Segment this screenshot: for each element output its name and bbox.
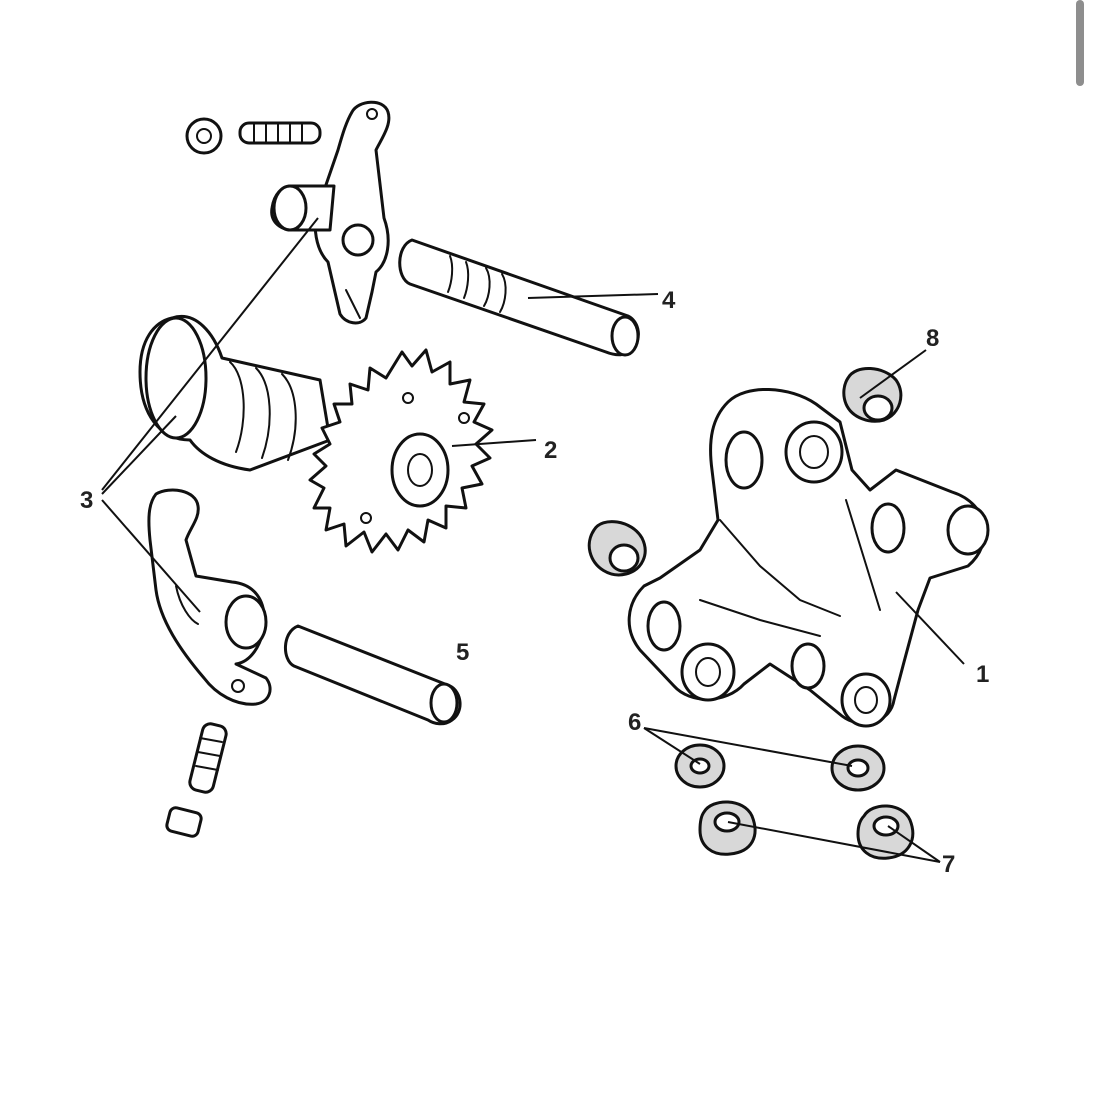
callout-label-1: 1 <box>976 661 989 688</box>
leader-7-left <box>727 821 941 863</box>
leader-2 <box>451 439 537 447</box>
leader-3-middle <box>101 415 177 495</box>
leader-8 <box>859 349 927 399</box>
scrollbar-thumb[interactable] <box>1076 0 1084 86</box>
washer-left <box>674 743 726 789</box>
leader-4 <box>527 293 659 299</box>
leader-1 <box>895 591 965 665</box>
lower-nut <box>165 806 203 838</box>
shaft-part-4 <box>398 238 640 357</box>
top-adjust-screw <box>238 121 322 145</box>
callout-label-6: 6 <box>628 709 641 736</box>
callout-label-2: 2 <box>544 437 557 464</box>
shaft-part-5 <box>284 624 462 726</box>
callout-label-7: 7 <box>942 851 955 878</box>
cap-nut-left <box>698 800 757 856</box>
callout-label-5: 5 <box>456 639 469 666</box>
rocker-holder-assembly <box>627 387 990 728</box>
leader-3-lower <box>101 499 201 613</box>
cam-sprocket <box>308 348 494 554</box>
lower-rocker-arm <box>147 488 272 706</box>
dowel-pin <box>587 520 647 577</box>
leader-6-right <box>643 727 853 767</box>
camshaft <box>138 314 332 472</box>
leader-6-left <box>643 727 701 765</box>
cap-nut-right <box>856 804 915 860</box>
callout-label-4: 4 <box>662 287 676 314</box>
upper-rocker-shaft <box>270 184 336 232</box>
leader-3-upper <box>101 217 319 491</box>
top-nut <box>185 117 223 155</box>
callout-label-8: 8 <box>926 325 939 352</box>
leader-7-right <box>887 825 941 863</box>
washer-right <box>830 744 886 792</box>
lower-adjust-screw <box>188 722 228 794</box>
callout-label-3: 3 <box>80 487 93 514</box>
dowel-pin-part-8 <box>842 367 903 423</box>
